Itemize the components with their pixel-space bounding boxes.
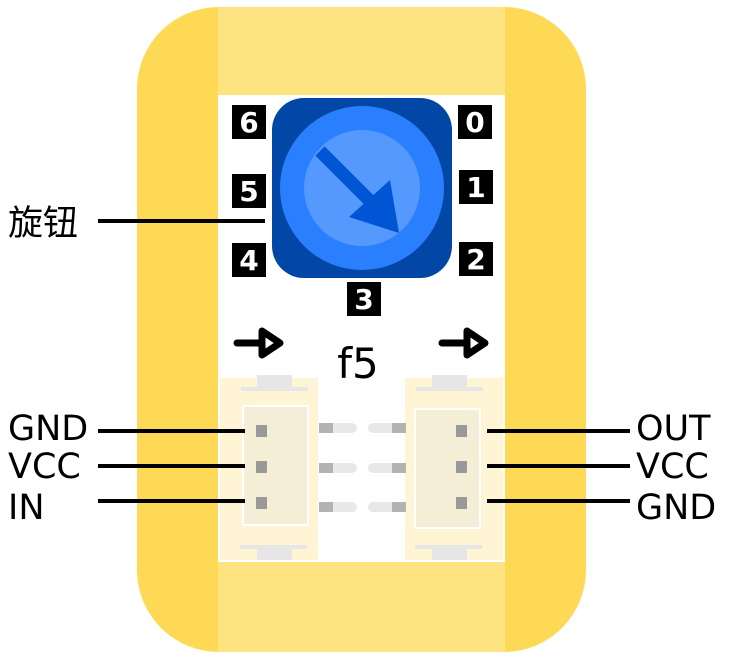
output-connector (368, 375, 503, 560)
pin-label-right-gnd: GND (636, 488, 716, 528)
knob-label: 旋钮 (8, 204, 78, 244)
svg-text:1: 1 (466, 171, 485, 204)
rotary-knob[interactable] (272, 98, 452, 278)
callout-lines (98, 219, 630, 503)
knob-arrow-icon (315, 146, 399, 233)
position-4: 4 (232, 243, 266, 277)
module-name: f5 (337, 339, 379, 388)
input-connector (220, 375, 357, 560)
output-direction-arrow-icon (438, 327, 489, 359)
svg-text:2: 2 (466, 243, 485, 276)
position-5: 5 (232, 174, 266, 208)
position-2: 2 (459, 242, 493, 276)
pin-label-left-gnd: GND (8, 409, 88, 449)
pin-label-left-vcc: VCC (8, 447, 81, 487)
position-1: 1 (459, 170, 493, 204)
position-0: 0 (458, 105, 492, 139)
svg-text:0: 0 (465, 106, 484, 139)
svg-text:6: 6 (239, 106, 258, 139)
svg-text:3: 3 (354, 283, 373, 316)
pin-label-in: IN (8, 488, 45, 528)
input-direction-arrow-icon (233, 327, 284, 359)
pin-label-right-vcc: VCC (636, 447, 709, 487)
position-6: 6 (232, 105, 266, 139)
pin-label-out: OUT (636, 409, 711, 449)
svg-text:4: 4 (239, 244, 258, 277)
position-3: 3 (347, 282, 381, 316)
svg-text:5: 5 (239, 175, 258, 208)
